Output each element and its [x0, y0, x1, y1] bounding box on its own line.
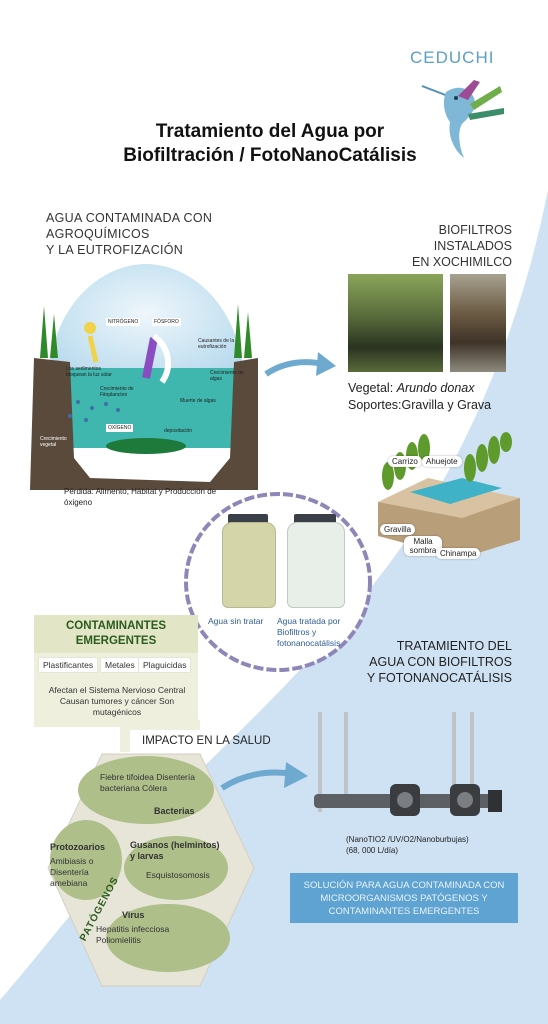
- chinampa-diagram: Carrizo Ahuejote Gravilla Malla sombra C…: [370, 432, 530, 562]
- arrow-right-icon-2: [220, 762, 308, 791]
- dead-algae-label: Muerte de algas: [180, 398, 216, 404]
- chip-metales: Metales: [100, 657, 140, 673]
- nitrogen-label: NITRÓGENO: [106, 318, 141, 326]
- worms-title: Gusanos (helmintos) y larvas: [130, 840, 220, 861]
- bottle-untreated-label: Agua sin tratar: [208, 616, 264, 626]
- polluted-water-label: AGUA CONTAMINADA CON AGROQUÍMICOS Y LA E…: [46, 211, 213, 257]
- deposition-label: depositación: [164, 428, 193, 434]
- biofilters-label: BIOFILTROS INSTALADOS EN XOCHIMILCO: [411, 223, 512, 269]
- nano-caption: (NanoTIO2 /UV/O2/Nanoburbujas) (68, 000 …: [346, 834, 469, 856]
- bottle-treated: [287, 522, 345, 608]
- tag-gravilla: Gravilla: [380, 524, 416, 535]
- bottle-treated-cap: [294, 514, 336, 524]
- tag-ahuejote: Ahuejote: [422, 456, 462, 467]
- sediments-label: Los sedimentos bloquean la luz solar: [66, 366, 112, 378]
- worms-diseases: Esquistosomosis: [146, 870, 210, 880]
- health-impact-label: IMPACTO EN LA SALUD: [142, 735, 271, 747]
- phytoplankton-growth-label: Crecimiento de Fitoplancton: [100, 386, 134, 398]
- oxygen-label: OXÍGENO: [106, 424, 134, 432]
- plant-species: Arundo donax: [396, 381, 475, 395]
- title-line-2: Biofiltración / FotoNanoCatálisis: [123, 145, 417, 166]
- protozoa-diseases: Amibiasis o Disentería amebiana: [50, 856, 94, 888]
- plant-info: Vegetal: Arundo donax Soportes:Gravilla …: [348, 380, 491, 414]
- plant-line: Vegetal: Arundo donax: [348, 380, 491, 397]
- emergent-title: CONTAMINANTES EMERGENTES: [34, 615, 198, 653]
- tag-chinampa: Chinampa: [436, 548, 481, 559]
- photonanocatalysis-reactor: [314, 712, 502, 816]
- bottle-untreated: [222, 522, 276, 608]
- eutrophication-illustration: NITRÓGENO FÓSFORO Causantes de la eutrof…: [30, 258, 260, 490]
- loss-text: Pérdida: Alimento, Hábitat y Producción …: [64, 487, 217, 507]
- bacteria-diseases: Fiebre tifoidea Disentería bacteriana Có…: [100, 772, 195, 793]
- hummingbird-logo-icon: [421, 80, 504, 158]
- page-title: Tratamiento del Agua por Biofiltración /…: [90, 120, 450, 168]
- chip-plaguicidas: Plaguicidas: [138, 657, 192, 673]
- bacteria-title: Bacterias: [154, 806, 195, 816]
- eutrophication-dome: [30, 264, 258, 490]
- chinampa-diagram-drawing: [378, 432, 520, 558]
- bottle-untreated-cap: [228, 514, 268, 524]
- emergent-effects: Afectan el Sistema Nervioso Central Caus…: [48, 685, 186, 717]
- title-line-1: Tratamiento del Agua por: [155, 121, 385, 142]
- biofilter-photo-1: [348, 274, 443, 372]
- virus-diseases: Hepatitis infecciosa Poliomielitis: [96, 924, 170, 945]
- emergent-connector: [120, 720, 200, 752]
- algae-growth-label: Crecimiento de algas: [210, 370, 244, 382]
- solution-text: SOLUCIÓN PARA AGUA CONTAMINADA CON MICRO…: [303, 879, 505, 917]
- brand-name: CEDUCHI: [410, 48, 495, 67]
- phosphorus-label: FÓSFORO: [152, 318, 181, 326]
- chip-plastificantes: Plastificantes: [38, 657, 99, 673]
- eutrophication-causes-label: Causantes de la eutrofización: [198, 338, 235, 350]
- arrow-right-icon: [264, 352, 336, 377]
- nano-caption-line2: (68, 000 L/día): [346, 846, 399, 855]
- solution-box: SOLUCIÓN PARA AGUA CONTAMINADA CON MICRO…: [290, 873, 518, 923]
- biofilter-photo-2: [450, 274, 506, 372]
- pathogens-hexagon-shape: [47, 753, 255, 987]
- bottle-treated-label: Agua tratada por Biofiltros y fotonanoca…: [277, 616, 341, 648]
- treatment-label: TRATAMIENTO DEL AGUA CON BIOFILTROS Y FO…: [366, 639, 512, 685]
- virus-title: Virus: [122, 910, 145, 920]
- tag-malla-sombra: Malla sombra: [404, 536, 442, 556]
- protozoa-title: Protozoarios: [50, 842, 106, 852]
- tag-carrizo: Carrizo: [388, 456, 422, 467]
- vegetal-growth-label: Crecimiento vegetal: [40, 436, 67, 448]
- supports-line: Soportes:Gravilla y Grava: [348, 398, 492, 412]
- pathogens-hexagon: Fiebre tifoidea Disentería bacteriana Có…: [46, 750, 256, 990]
- nano-caption-line1: (NanoTIO2 /UV/O2/Nanoburbujas): [346, 835, 469, 844]
- plant-line-prefix: Vegetal:: [348, 381, 397, 395]
